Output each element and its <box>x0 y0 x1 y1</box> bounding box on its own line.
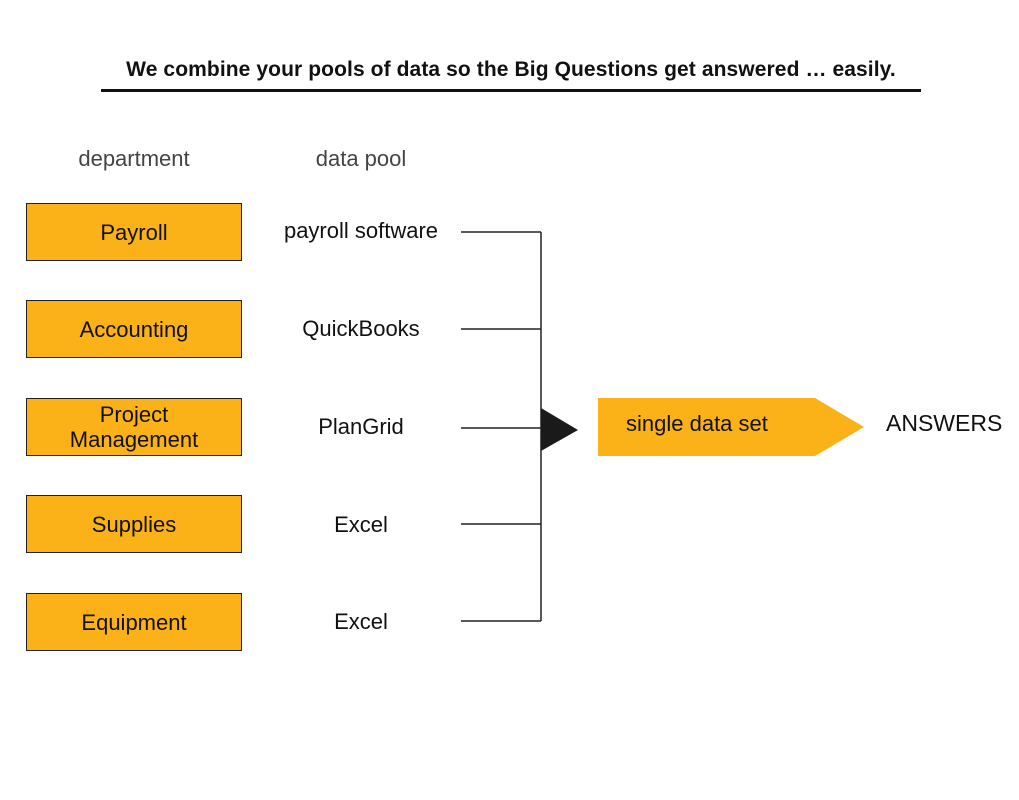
department-box-supplies: Supplies <box>26 495 242 553</box>
data-pool-column-header: data pool <box>315 146 407 171</box>
headline: We combine your pools of data so the Big… <box>101 58 921 92</box>
single-data-set-arrow-shape <box>598 398 864 456</box>
department-column-header: department <box>78 146 190 171</box>
department-box-project-management: Project Management <box>26 398 242 456</box>
data-pool-label: Excel <box>334 609 388 634</box>
data-pool-label: payroll software <box>283 218 439 243</box>
data-pool-label: PlanGrid <box>318 414 404 439</box>
department-label: Supplies <box>91 511 177 537</box>
department-label: Payroll <box>100 219 168 245</box>
department-box-accounting: Accounting <box>26 300 242 358</box>
department-box-payroll: Payroll <box>26 203 242 261</box>
connector-lines <box>461 231 542 622</box>
single-data-set-label: single data set <box>626 411 768 436</box>
department-box-equipment: Equipment <box>26 593 242 651</box>
department-label: Equipment <box>81 609 187 635</box>
single-data-set-arrow: single data set <box>598 397 828 455</box>
answers-label: ANSWERS <box>886 410 1003 436</box>
department-label: Accounting <box>79 316 189 342</box>
data-pool-label: Excel <box>334 512 388 537</box>
department-label: Project Management <box>69 402 199 452</box>
data-pool-label: QuickBooks <box>302 316 420 341</box>
merge-arrow-icon <box>541 408 578 451</box>
